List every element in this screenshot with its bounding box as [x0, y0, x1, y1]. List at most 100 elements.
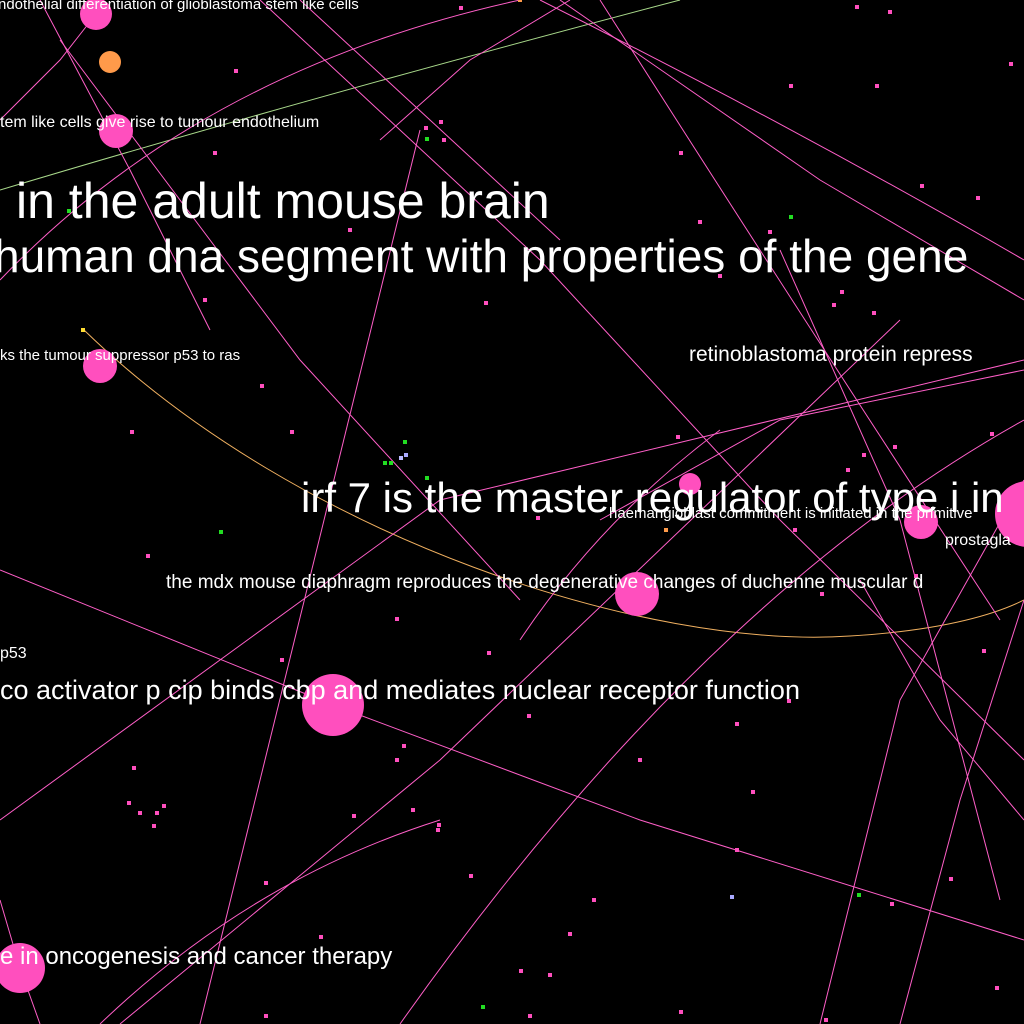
small-paper-node[interactable]	[768, 230, 772, 234]
small-node[interactable]	[81, 328, 85, 332]
node-label-glioblastoma-differentiation[interactable]: ndothelial differentiation of glioblasto…	[0, 0, 359, 13]
gene-node[interactable]	[219, 530, 223, 534]
small-paper-node[interactable]	[155, 811, 159, 815]
paper-node[interactable]	[83, 349, 117, 383]
small-paper-node[interactable]	[855, 5, 859, 9]
node-label-prostagla[interactable]: prostagla	[945, 532, 1011, 549]
gene-node[interactable]	[857, 893, 861, 897]
small-paper-node[interactable]	[735, 722, 739, 726]
small-paper-node[interactable]	[568, 932, 572, 936]
paper-node[interactable]	[679, 473, 701, 495]
node-label-p53-ras[interactable]: ks the tumour suppressor p53 to ras	[0, 347, 240, 364]
small-paper-node[interactable]	[990, 432, 994, 436]
paper-node[interactable]	[904, 505, 938, 539]
small-paper-node[interactable]	[914, 574, 918, 578]
small-paper-node[interactable]	[751, 790, 755, 794]
small-paper-node[interactable]	[832, 303, 836, 307]
small-paper-node[interactable]	[995, 986, 999, 990]
small-paper-node[interactable]	[138, 811, 142, 815]
small-paper-node[interactable]	[949, 877, 953, 881]
small-paper-node[interactable]	[824, 1018, 828, 1022]
small-paper-node[interactable]	[527, 714, 531, 718]
small-paper-node[interactable]	[132, 766, 136, 770]
small-paper-node[interactable]	[290, 430, 294, 434]
small-paper-node[interactable]	[280, 658, 284, 662]
small-paper-node[interactable]	[152, 824, 156, 828]
gene-node[interactable]	[425, 476, 429, 480]
small-paper-node[interactable]	[548, 973, 552, 977]
small-paper-node[interactable]	[127, 801, 131, 805]
small-node[interactable]	[404, 453, 408, 457]
small-paper-node[interactable]	[1009, 62, 1013, 66]
gene-node[interactable]	[67, 209, 71, 213]
small-paper-node[interactable]	[793, 528, 797, 532]
small-paper-node[interactable]	[893, 445, 897, 449]
node-label-irf7[interactable]: irf 7 is the master regulator of type i …	[301, 474, 1004, 521]
small-paper-node[interactable]	[718, 274, 722, 278]
small-paper-node[interactable]	[862, 453, 866, 457]
small-paper-node[interactable]	[459, 6, 463, 10]
small-paper-node[interactable]	[888, 10, 892, 14]
small-paper-node[interactable]	[698, 220, 702, 224]
small-paper-node[interactable]	[840, 290, 844, 294]
gene-node[interactable]	[425, 137, 429, 141]
small-paper-node[interactable]	[234, 69, 238, 73]
small-paper-node[interactable]	[487, 651, 491, 655]
paper-node[interactable]	[0, 943, 45, 993]
node-label-human-dna-segment[interactable]: human dna segment with properties of the…	[0, 230, 968, 282]
small-paper-node[interactable]	[260, 384, 264, 388]
paper-node[interactable]	[615, 572, 659, 616]
small-paper-node[interactable]	[442, 138, 446, 142]
gene-node[interactable]	[789, 215, 793, 219]
node-label-retinoblastoma[interactable]: retinoblastoma protein repress	[689, 343, 973, 366]
small-paper-node[interactable]	[395, 758, 399, 762]
small-paper-node[interactable]	[437, 823, 441, 827]
small-paper-node[interactable]	[439, 120, 443, 124]
node-label-oncogenesis[interactable]: e in oncogenesis and cancer therapy	[0, 943, 392, 970]
small-paper-node[interactable]	[424, 126, 428, 130]
small-paper-node[interactable]	[395, 617, 399, 621]
small-paper-node[interactable]	[789, 84, 793, 88]
gene-node[interactable]	[383, 461, 387, 465]
node-label-adult-mouse-brain[interactable]: in the adult mouse brain	[16, 173, 550, 229]
small-paper-node[interactable]	[519, 969, 523, 973]
small-paper-node[interactable]	[787, 699, 791, 703]
small-paper-node[interactable]	[982, 649, 986, 653]
small-paper-node[interactable]	[872, 311, 876, 315]
small-paper-node[interactable]	[890, 902, 894, 906]
small-paper-node[interactable]	[203, 298, 207, 302]
small-node[interactable]	[664, 528, 668, 532]
small-paper-node[interactable]	[436, 828, 440, 832]
small-paper-node[interactable]	[592, 898, 596, 902]
small-paper-node[interactable]	[676, 435, 680, 439]
small-paper-node[interactable]	[976, 196, 980, 200]
small-paper-node[interactable]	[820, 592, 824, 596]
small-paper-node[interactable]	[484, 301, 488, 305]
small-paper-node[interactable]	[469, 874, 473, 878]
small-paper-node[interactable]	[264, 1014, 268, 1018]
small-paper-node[interactable]	[846, 468, 850, 472]
paper-node[interactable]	[302, 674, 364, 736]
small-paper-node[interactable]	[264, 881, 268, 885]
small-node[interactable]	[518, 0, 522, 2]
small-paper-node[interactable]	[411, 808, 415, 812]
small-node[interactable]	[730, 895, 734, 899]
small-paper-node[interactable]	[319, 935, 323, 939]
small-paper-node[interactable]	[679, 151, 683, 155]
small-paper-node[interactable]	[352, 814, 356, 818]
paper-node[interactable]	[995, 481, 1024, 547]
small-paper-node[interactable]	[402, 744, 406, 748]
small-paper-node[interactable]	[130, 430, 134, 434]
small-paper-node[interactable]	[528, 1014, 532, 1018]
node-label-pcip-cbp[interactable]: co activator p cip binds cbp and mediate…	[0, 675, 800, 705]
gene-node[interactable]	[481, 1005, 485, 1009]
node-label-mdx-mouse[interactable]: the mdx mouse diaphragm reproduces the d…	[166, 572, 923, 593]
paper-node[interactable]	[80, 0, 112, 30]
small-paper-node[interactable]	[162, 804, 166, 808]
small-paper-node[interactable]	[213, 151, 217, 155]
small-paper-node[interactable]	[735, 848, 739, 852]
small-paper-node[interactable]	[348, 228, 352, 232]
small-paper-node[interactable]	[875, 84, 879, 88]
small-paper-node[interactable]	[920, 184, 924, 188]
gene-node[interactable]	[389, 461, 393, 465]
